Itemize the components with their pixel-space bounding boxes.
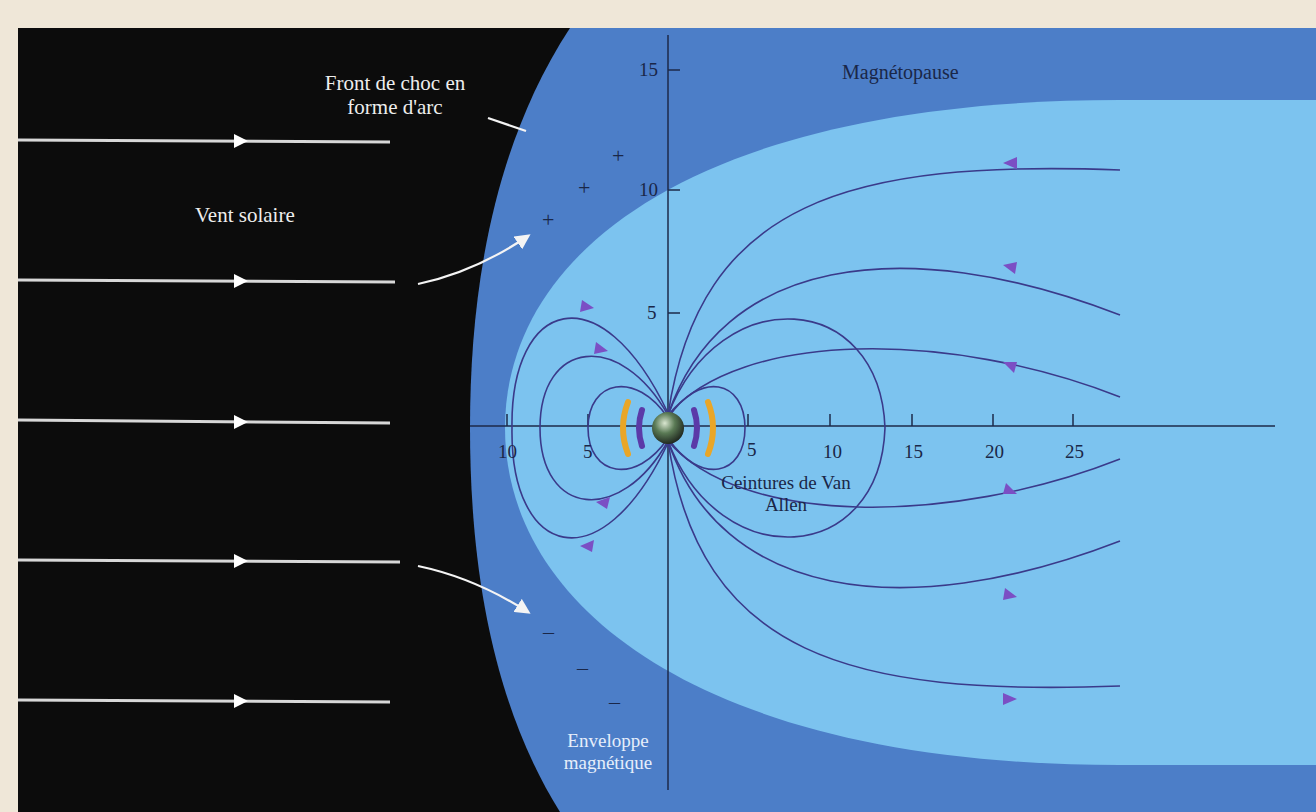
space-background	[18, 28, 1316, 812]
van-allen-label: Ceintures de Van Allen	[721, 472, 851, 516]
charge-sign: –	[609, 689, 620, 714]
axis-number: 10	[639, 179, 658, 201]
charge-sign: –	[577, 655, 588, 680]
axis-number: 15	[904, 441, 923, 463]
charge-sign: +	[612, 143, 624, 168]
axis-number: 5	[647, 302, 657, 324]
deflection-arrows	[418, 118, 528, 612]
axis-number: 5	[583, 441, 593, 463]
sheath-label: Enveloppe magnétique	[543, 730, 673, 774]
magnetopause-label: Magnétopause	[842, 61, 959, 84]
field-arrowheads	[580, 157, 1017, 705]
van-allen-belts	[623, 402, 713, 454]
bow-shock-label: Front de choc en forme d'arc	[300, 71, 490, 119]
axis-number: 10	[823, 441, 842, 463]
magnetic-sheath	[470, 28, 1316, 812]
charge-sign: +	[542, 207, 554, 232]
charge-sign: –	[543, 619, 554, 644]
axis-number: 5	[747, 439, 757, 461]
axes	[470, 35, 1275, 790]
magnetosphere	[505, 100, 1316, 765]
field-lines	[512, 169, 1120, 688]
solar-wind-lines	[18, 140, 400, 702]
charge-sign: +	[578, 175, 590, 200]
axis-number: 15	[639, 59, 658, 81]
axis-number: 20	[985, 441, 1004, 463]
axis-number: 10	[498, 441, 517, 463]
axis-number: 25	[1065, 441, 1084, 463]
earth	[652, 412, 684, 444]
solar-wind-label: Vent solaire	[195, 203, 295, 227]
